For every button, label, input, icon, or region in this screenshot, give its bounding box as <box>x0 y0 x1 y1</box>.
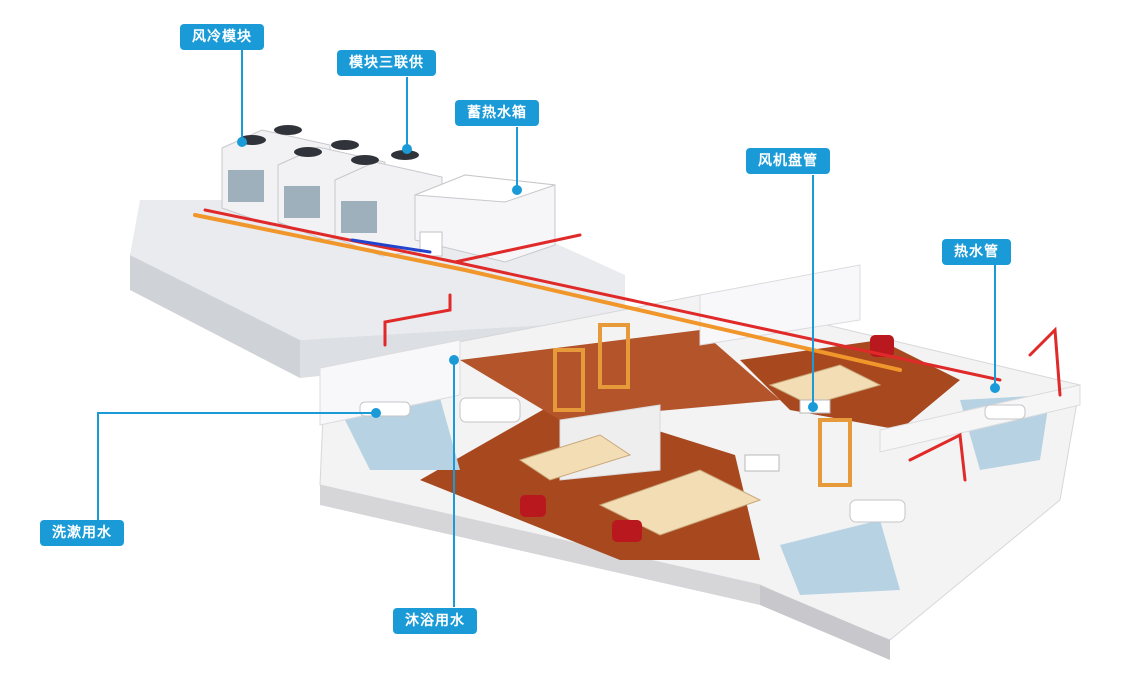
fan-coil-unit <box>744 454 780 472</box>
pipe-network <box>193 208 1062 482</box>
leader-washing <box>97 412 374 520</box>
air-cooled-heat-pump-units <box>221 125 443 257</box>
leader-dot <box>402 144 412 154</box>
label-heat-storage-tank: 蓄热水箱 <box>455 100 539 126</box>
label-shower-water: 沐浴用水 <box>393 608 477 634</box>
cold-pipe <box>350 238 432 254</box>
hot-pipe <box>383 293 452 347</box>
wood-floor-living <box>460 330 780 420</box>
bathtub-left <box>459 397 521 423</box>
door-frame <box>553 348 585 412</box>
chair <box>870 335 894 357</box>
bed-right <box>768 364 882 406</box>
leader-dot <box>808 402 818 412</box>
chair <box>520 495 546 517</box>
hot-pipe <box>908 432 967 482</box>
tile-floor-bath-bottom <box>780 520 900 595</box>
warm-pipe <box>193 213 902 372</box>
hot-pipe <box>1028 326 1062 397</box>
leader-lines <box>97 50 1000 607</box>
leader-dot <box>990 383 1000 393</box>
leader-dot <box>371 408 381 418</box>
bathtub-bottom <box>849 499 906 523</box>
label-fan-coil: 风机盘管 <box>746 148 830 174</box>
leader-dot <box>237 137 247 147</box>
door-frame <box>818 418 852 487</box>
bed-small <box>518 434 632 481</box>
hot-pipe <box>453 233 582 264</box>
label-air-cooled-module: 风冷模块 <box>180 24 264 50</box>
label-hot-water-pipe: 热水管 <box>942 239 1011 265</box>
chair <box>612 520 642 542</box>
floor-plan <box>319 264 1081 660</box>
heat-storage-tank-unit <box>414 174 556 263</box>
label-washing-water: 洗漱用水 <box>40 520 124 546</box>
sink-right <box>984 404 1026 420</box>
leader-dot <box>449 355 459 365</box>
label-triple-supply-module: 模块三联供 <box>337 50 436 76</box>
door-frame <box>598 323 630 389</box>
leader-dot <box>512 185 522 195</box>
